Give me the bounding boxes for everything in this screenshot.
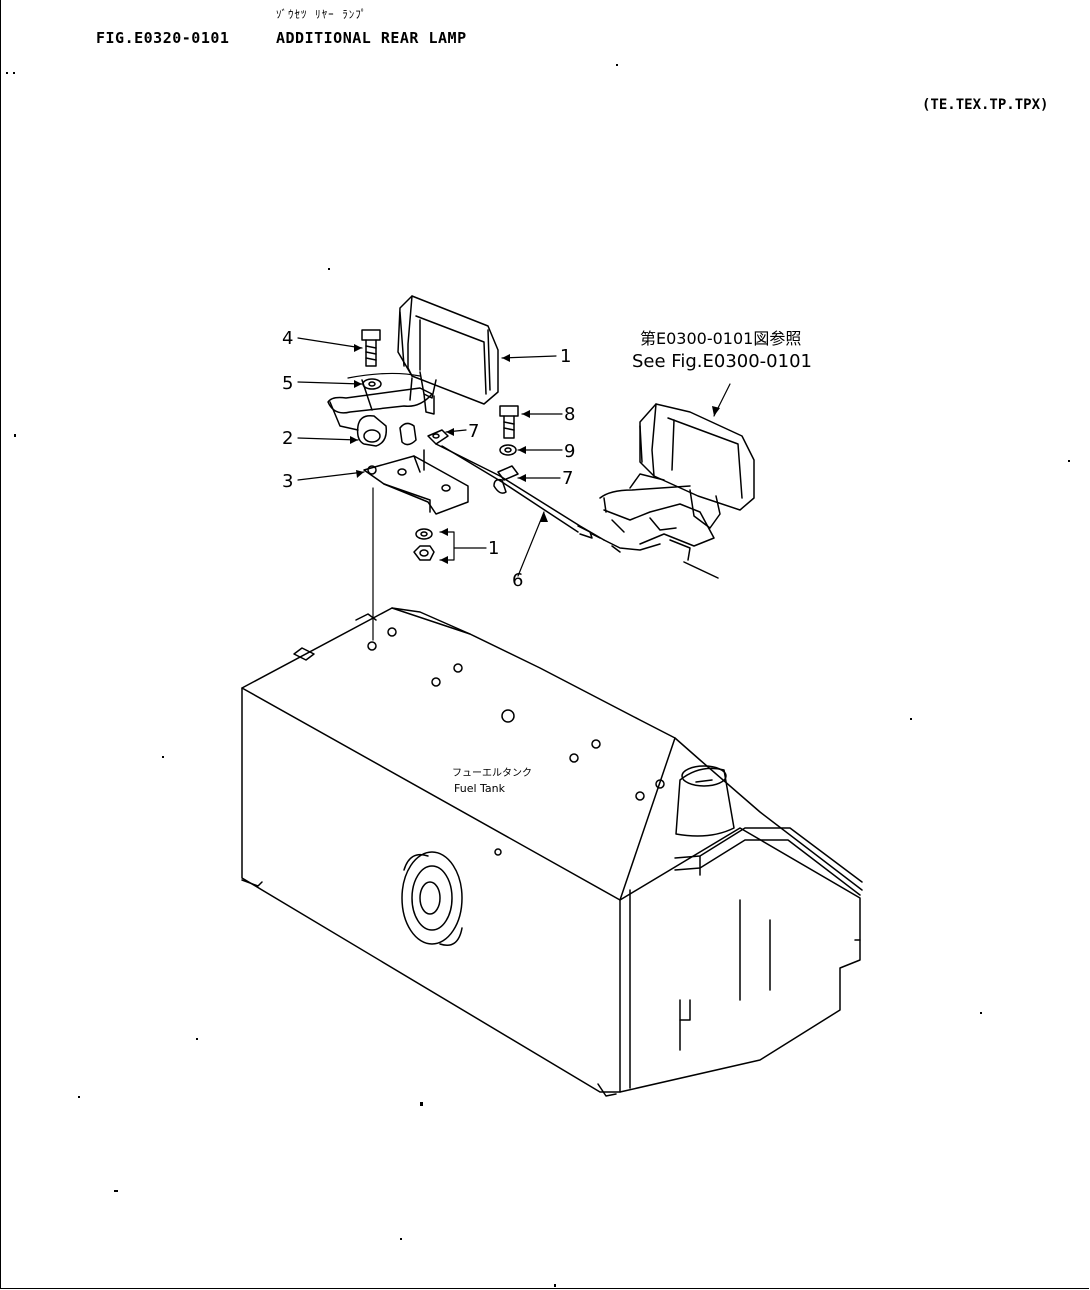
tank-label-en: Fuel Tank [454, 782, 506, 795]
japanese-title: ｿﾞｳｾﾂ ﾘﾔｰ ﾗﾝﾌﾟ [276, 8, 368, 21]
reference-note-en: See Fig.E0300-0101 [632, 351, 812, 372]
figure-code: FIG.E0320-0101 [96, 29, 230, 47]
callout-9: 9 [564, 441, 575, 462]
reference-lamp-assembly [599, 403, 755, 579]
mounting-bracket [363, 449, 469, 515]
tank-label-jp: フューエルタンク [452, 767, 532, 779]
bolt-8 [499, 405, 519, 439]
harness-clip-upper [427, 429, 449, 445]
callout-1-nut: 1 [488, 538, 499, 559]
wiring-harness [435, 443, 605, 541]
callout-numbers: 1 4 5 2 3 8 9 7 7 1 6 [282, 328, 575, 591]
washer-5 [362, 378, 382, 390]
callout-7-upper: 7 [468, 421, 479, 442]
model-applicability: (TE.TEX.TP.TPX) [922, 97, 1049, 113]
washer-9 [499, 444, 517, 456]
bolt-4 [361, 329, 381, 367]
reference-note-jp: 第E0300-0101図参照 [640, 329, 801, 348]
callout-1-lamp: 1 [560, 346, 571, 367]
figure-title: ADDITIONAL REAR LAMP [276, 29, 467, 47]
rear-lamp [397, 295, 499, 415]
scan-specks [6, 64, 1070, 1287]
callout-8: 8 [564, 404, 575, 425]
arrowheads [350, 344, 720, 564]
callout-leaders [297, 337, 731, 577]
callout-3: 3 [282, 471, 293, 492]
callout-4: 4 [282, 328, 293, 349]
lamp-clamp [327, 372, 433, 447]
callout-7-lower: 7 [562, 468, 573, 489]
callout-5: 5 [282, 373, 293, 394]
nut-and-washer [413, 528, 435, 561]
callout-6: 6 [512, 570, 523, 591]
callout-2: 2 [282, 428, 293, 449]
fuel-tank: フューエルタンク Fuel Tank [241, 607, 863, 1097]
